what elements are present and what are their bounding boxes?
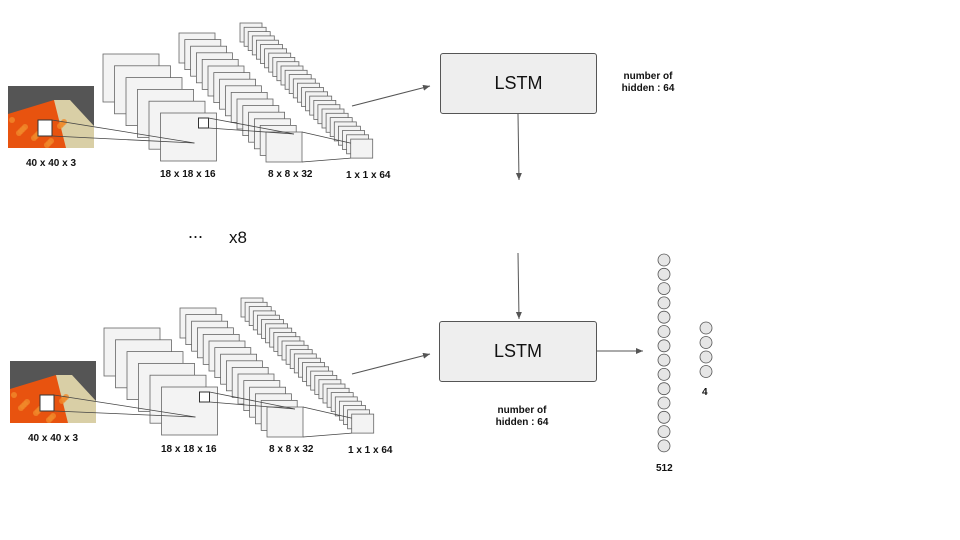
lava-bubble — [18, 405, 24, 411]
dense-neuron — [657, 396, 671, 410]
projection-line — [208, 117, 295, 135]
output-neuron — [699, 321, 713, 335]
dense-neuron — [657, 325, 671, 338]
receptive-field-box — [39, 394, 55, 412]
conv3-feature-map — [351, 413, 375, 434]
bottom-conv2-label: 8 x 8 x 32 — [269, 444, 314, 455]
bottom-conv3-label: 1 x 1 x 64 — [348, 445, 393, 456]
dense-neuron — [657, 353, 671, 367]
top-lstm-label: LSTM — [494, 73, 543, 93]
projection-line — [302, 432, 352, 438]
projection-line — [209, 391, 296, 410]
lava-bubble — [16, 130, 22, 136]
lava-bubble — [44, 142, 50, 148]
top-hidden-note: number of hidden : 64 — [621, 71, 675, 94]
dense-neuron — [657, 282, 671, 296]
projection-line — [301, 157, 351, 163]
top-input-label: 40 x 40 x 3 — [26, 158, 77, 169]
lava-bubble — [46, 417, 52, 423]
projection-line — [51, 135, 195, 144]
dense-layer-label: 512 — [656, 463, 673, 474]
ellipsis: ... — [188, 222, 204, 242]
bottom-lstm-box: LSTM — [439, 321, 597, 382]
receptive-field-box — [37, 119, 53, 137]
conv3-feature-map — [350, 138, 374, 159]
projection-line — [301, 131, 351, 144]
lava-bubble — [11, 392, 17, 398]
bottom-lstm-label: LSTM — [493, 341, 542, 361]
dense-neuron — [657, 367, 671, 381]
lstm-recurrent-arrow — [515, 113, 522, 181]
top-conv3-label: 1 x 1 x 64 — [346, 170, 391, 181]
output-neuron — [699, 336, 713, 349]
conv1-receptive-box — [199, 391, 210, 403]
dense-neuron — [657, 410, 671, 424]
dense-neuron — [657, 267, 671, 281]
projection-line — [209, 401, 296, 410]
lava-bubble — [59, 398, 65, 404]
projection-line — [53, 394, 196, 418]
lava-bubble — [9, 117, 15, 123]
dense-neuron — [657, 296, 671, 310]
lava-bubble — [31, 135, 37, 141]
conv1-receptive-box — [198, 117, 209, 129]
bottom-conv1-label: 18 x 18 x 16 — [161, 444, 217, 455]
bottom-input-label: 40 x 40 x 3 — [28, 433, 79, 444]
dense-neuron — [657, 439, 671, 453]
conv2-feature-map — [265, 131, 303, 163]
input-image-floor — [54, 100, 94, 148]
repeat-count: x8 — [229, 228, 247, 247]
top-conv2-label: 8 x 8 x 32 — [268, 169, 313, 180]
projection-line — [51, 119, 195, 144]
lava-bubble — [33, 410, 39, 416]
dense-neuron — [657, 339, 671, 353]
bottom-hidden-note: number of hidden : 64 — [495, 405, 549, 428]
top-conv1-label: 18 x 18 x 16 — [160, 169, 216, 180]
arrow-to-lstm — [351, 352, 431, 375]
top-lstm-box: LSTM — [440, 53, 597, 114]
output-neuron — [699, 350, 713, 364]
projection-line — [53, 410, 196, 418]
input-image-floor — [56, 375, 96, 423]
lstm-recurrent-arrow — [515, 252, 522, 320]
projection-line — [208, 127, 295, 135]
output-neuron — [699, 365, 713, 378]
dense-neuron — [657, 253, 671, 267]
dense-neuron — [657, 382, 671, 396]
output-layer-label: 4 — [702, 387, 708, 398]
projection-line — [302, 406, 352, 419]
dense-neuron — [657, 310, 671, 324]
dense-neuron — [657, 425, 671, 439]
conv2-feature-map — [266, 406, 304, 438]
lava-bubble — [57, 123, 63, 129]
arrow-to-lstm — [351, 84, 431, 107]
